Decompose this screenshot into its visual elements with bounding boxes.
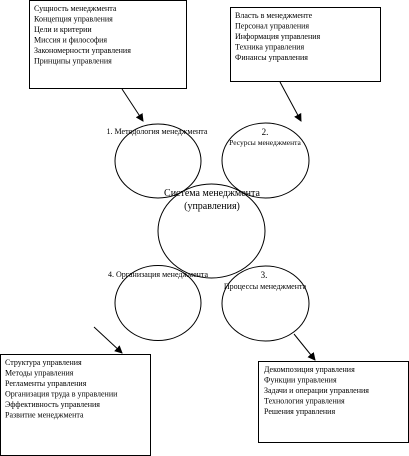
center-circle: [157, 183, 266, 279]
resources-item: Финансы управления: [235, 53, 308, 62]
organization-circle: [114, 265, 202, 341]
resources-label: Ресурсы менеджмента: [229, 138, 301, 147]
methodology-label: 1. Методология менеджмента: [107, 127, 208, 136]
arrow-organization: [93, 326, 123, 354]
processes-number: 3.: [261, 270, 268, 280]
processes-label: Процессы менеджмента: [224, 282, 307, 291]
organization-item: Регламенты управления: [5, 379, 87, 388]
organization-item: Развитие менеджмента: [5, 411, 84, 420]
resources-number: 2.: [262, 127, 269, 137]
organization-box-list: Структура управления Методы управления Р…: [5, 358, 119, 420]
methodology-item: Сущность менеджмента: [34, 4, 117, 13]
processes-box-list: Декомпозиция управления Функции управлен…: [264, 365, 371, 416]
processes-item: Задачи и операции управления: [264, 386, 369, 395]
methodology-item: Закономерности управления: [34, 46, 131, 55]
organization-label: 4. Организация менеджмента: [108, 270, 209, 279]
organization-item: Организация труда в управлении: [5, 390, 118, 399]
arrow-processes: [293, 333, 316, 361]
resources-circle: [221, 122, 310, 199]
organization-item: Эффективность управления: [5, 400, 100, 409]
methodology-item: Миссия и философия: [34, 36, 107, 45]
arrow-resources: [279, 81, 302, 122]
organization-item: Методы управления: [5, 369, 74, 378]
organization-item: Структура управления: [5, 358, 82, 367]
methodology-circle: [114, 123, 202, 199]
methodology-item: Принципы управления: [34, 57, 112, 66]
center-subtitle: (управления): [184, 201, 240, 212]
processes-item: Решения управления: [264, 407, 335, 416]
arrow-methodology: [121, 88, 144, 122]
resources-item: Техника управления: [235, 43, 305, 52]
processes-item: Технология управления: [264, 397, 345, 406]
center-title: Система менеджмента: [164, 188, 260, 199]
resources-box-list: Власть в менеджменте Персонал управления…: [235, 11, 322, 62]
resources-item: Власть в менеджменте: [235, 11, 313, 20]
methodology-item: Цели и критерии: [34, 25, 92, 34]
resources-item: Персонал управления: [235, 22, 309, 31]
methodology-box: [29, 0, 187, 89]
processes-circle: [221, 265, 310, 342]
resources-item: Информация управления: [235, 32, 321, 41]
processes-item: Декомпозиция управления: [264, 365, 355, 374]
methodology-box-list: Сущность менеджмента Концепция управлени…: [34, 4, 133, 66]
resources-box: [230, 7, 381, 82]
processes-item: Функции управления: [264, 376, 337, 385]
methodology-item: Концепция управления: [34, 15, 113, 24]
